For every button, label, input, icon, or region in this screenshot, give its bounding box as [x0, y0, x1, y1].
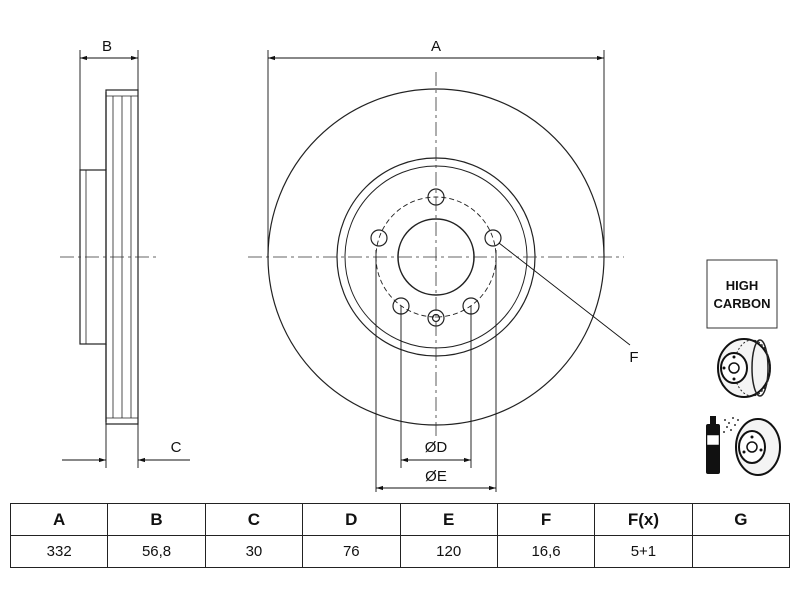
spec-value-cell: 5+1	[594, 535, 693, 568]
bolt-hole	[370, 229, 388, 247]
disc-hub-icon	[717, 338, 771, 398]
spec-value-cell: 76	[302, 535, 401, 568]
spec-header-cell: E	[399, 503, 498, 536]
dimension-e-label: ØE	[425, 468, 447, 485]
dimension-a	[267, 50, 605, 257]
dimension-b	[79, 50, 139, 170]
dimension-d	[400, 306, 472, 468]
dimension-b-label: B	[102, 38, 112, 55]
spec-value-cell	[691, 535, 791, 568]
dimension-f-leader	[498, 242, 631, 346]
spec-table-value-row: 332 56,8 30 76 120 16,6 5+1	[9, 535, 791, 568]
spec-value-cell: 56,8	[107, 535, 206, 568]
spec-header-cell: C	[204, 503, 304, 536]
coated-disc-spray-icon	[706, 416, 781, 476]
dimension-c	[62, 424, 190, 468]
spec-header-cell: F	[496, 503, 596, 536]
spec-header-cell: B	[107, 503, 206, 536]
high-carbon-icon: HIGH CARBON	[706, 259, 778, 329]
spec-table-header-row: A B C D E F F(x) G	[9, 503, 791, 536]
spec-header-cell: D	[302, 503, 401, 536]
spec-value-cell: 332	[9, 535, 109, 568]
dimension-c-label: C	[171, 439, 182, 456]
spec-table: A B C D E F F(x) G 332 56,8 30 76 120 16…	[9, 503, 791, 568]
spec-header-cell: F(x)	[594, 503, 693, 536]
dimension-f-label: F	[629, 349, 638, 366]
spec-header-cell: A	[9, 503, 109, 536]
dimension-e	[375, 250, 497, 492]
dimension-a-label: A	[431, 38, 441, 55]
spec-value-cell: 30	[204, 535, 304, 568]
spec-header-cell: G	[691, 503, 791, 536]
bolt-hole	[484, 229, 502, 247]
badge-line2: CARBON	[713, 296, 770, 311]
spec-value-cell: 16,6	[496, 535, 596, 568]
badge-line1: HIGH	[726, 278, 759, 293]
spec-value-cell: 120	[399, 535, 498, 568]
dimension-d-label: ØD	[425, 439, 448, 456]
